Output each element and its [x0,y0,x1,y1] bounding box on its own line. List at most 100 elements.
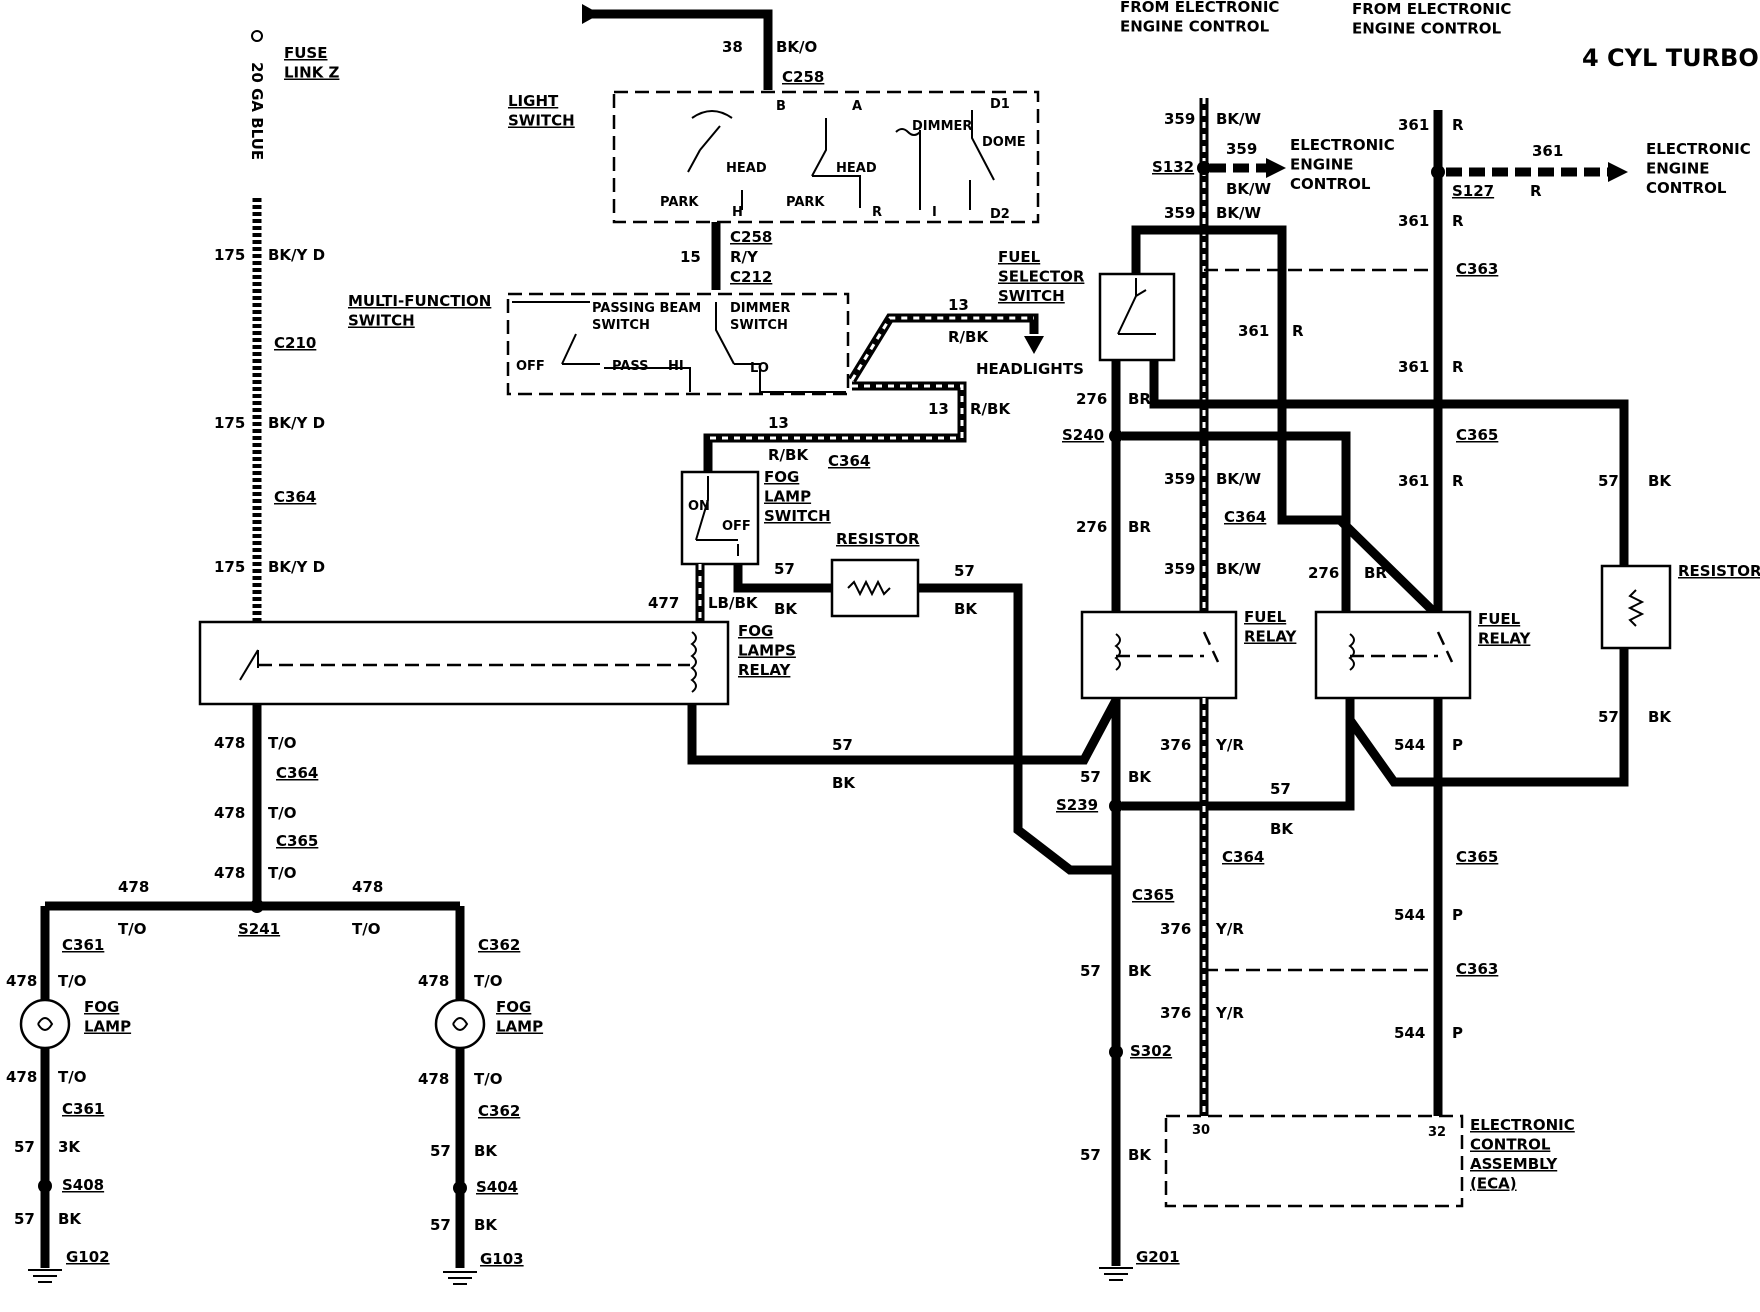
wire-57-color-s4: BK [1128,1146,1152,1164]
wire-57-color-s2: BK [1270,820,1294,838]
head-label-1: HEAD [726,161,767,176]
wire-38 [588,9,773,90]
ground-g103: G103 [480,1250,524,1268]
connector-c365-c: C365 [1132,886,1174,904]
headlights-arrow [1024,336,1044,354]
wire-478-num-1: 478 [214,734,245,752]
splice-s241: S241 [238,920,280,938]
connector-c258-a: C258 [782,68,824,86]
wire-276-num-1: 276 [1076,390,1107,408]
wire-361-color-6: R [1452,472,1464,490]
wire-175-num-3: 175 [214,558,245,576]
wire-57-color-s3: BK [1128,962,1152,980]
wire-478-branch [40,901,465,950]
wire-376-num-2: 376 [1160,920,1191,938]
wire-57-num-left-1: 57 [14,1138,35,1156]
wire-57-num-s2: 57 [1270,780,1291,798]
fog-lamps-relay-box [198,620,730,706]
wire-57-num-left-2: 57 [14,1210,35,1228]
wire-478-color-1: T/O [268,734,296,752]
wire-57-color-s1: BK [1128,768,1152,786]
wire-478-color-8: T/O [474,972,502,990]
wire-361-crossover [1131,225,1438,616]
left-fog-lamp-bulb [19,998,71,1050]
fog-relay-coil [690,631,697,693]
wire-544-num-2: 544 [1394,906,1425,924]
wire-478-num-9: 478 [418,1070,449,1088]
wire-38-num: 38 [722,38,743,56]
wire-276-num-3: 276 [1308,564,1339,582]
wire-361-color-2: R [1530,182,1542,200]
connector-c362-a: C362 [478,936,520,954]
right-fog-lamp-filament [452,1017,469,1031]
wire-359-color-4: BK/W [1216,470,1262,488]
splice-s302-dot [1109,1045,1123,1059]
hi-label: HI [668,359,684,374]
connector-c364-a: C364 [274,488,316,506]
ground-g201: G201 [1136,1248,1180,1266]
pin-a: A [852,99,862,114]
resistor-right-label: RESISTOR [1678,562,1760,580]
wire-57-color-left-2: BK [58,1210,82,1228]
fog-switch-contacts [695,476,739,556]
splice-s404-dot [453,1181,467,1195]
wire-376-color-2: Y/R [1215,920,1244,938]
headlights-label: HEADLIGHTS [976,360,1084,378]
fuel-relay-right-coil [1348,633,1355,671]
wire-15-color: R/Y [730,248,759,266]
wire-57-s239-right [1122,698,1440,811]
splice-s132-dot [1197,161,1211,175]
pin-d1: D1 [990,97,1010,112]
wire-544-color-3: P [1452,1024,1463,1042]
wire-478-num-3: 478 [214,864,245,882]
wire-175-num-1: 175 [214,246,245,264]
off-label-fog: OFF [722,519,751,534]
wire-57-color-res-2: BK [954,600,978,618]
wire-175-num-2: 175 [214,414,245,432]
fuel-selector-contacts [1117,278,1156,335]
wire-175-color-3: BK/Y D [268,558,325,576]
wire-477-num: 477 [648,594,679,612]
connector-c364-c: C364 [828,452,870,470]
wire-57-fog-relay-ground [687,704,1000,765]
wire-478-num-7: 478 [6,1068,37,1086]
wire-276-color-2: BR [1128,518,1151,536]
connector-c362-b: C362 [478,1102,520,1120]
ground-g103-symbol [443,1271,477,1285]
resistor-left-label: RESISTOR [836,530,920,548]
ground-g102: G102 [66,1248,110,1266]
wire-38-color: BK/O [776,38,817,56]
park-label-2: PARK [786,195,825,210]
light-switch-contacts [687,110,995,210]
wire-376-num-3: 376 [1160,1004,1191,1022]
connector-c364-d: C364 [1224,508,1266,526]
wire-276-color-3: BR [1364,564,1387,582]
fog-relay-switch-arm [239,649,259,681]
pin-r: R [872,205,882,220]
wire-175-color-1: BK/Y D [268,246,325,264]
pin-i: I [932,205,937,220]
wire-57-num-right-2: 57 [430,1216,451,1234]
wire-376-num-1: 376 [1160,736,1191,754]
wire-359-color-3: BK/W [1216,204,1262,222]
wire-57-color-left-1: 3K [58,1138,81,1156]
wire-57-color-relay: BK [832,774,856,792]
wire-13-color-3: R/BK [768,446,809,464]
wire-57-num-s3: 57 [1080,962,1101,980]
wire-57-color-res-1: BK [774,600,798,618]
connector-c365-b: C365 [1456,426,1498,444]
splice-s239-dot [1109,799,1123,813]
connector-c364-e: C364 [1222,848,1264,866]
wire-544-color-2: P [1452,906,1463,924]
pin-30: 30 [1192,1123,1210,1138]
wire-15-num: 15 [680,248,701,266]
